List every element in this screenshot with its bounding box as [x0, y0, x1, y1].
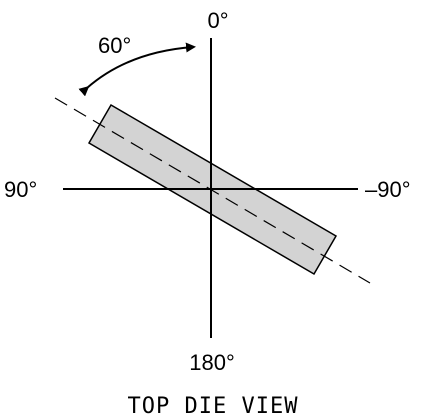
die-centerline: [54, 97, 371, 284]
angle-label-top: 0°: [207, 8, 228, 33]
diagram-caption: TOP DIE VIEW: [128, 394, 299, 419]
angle-label-bottom: 180°: [189, 350, 235, 375]
rotation-arrow: [78, 42, 196, 97]
angle-label-right: –90°: [365, 177, 411, 202]
rotation-label: 60°: [98, 33, 131, 58]
angle-label-left: 90°: [4, 177, 37, 202]
